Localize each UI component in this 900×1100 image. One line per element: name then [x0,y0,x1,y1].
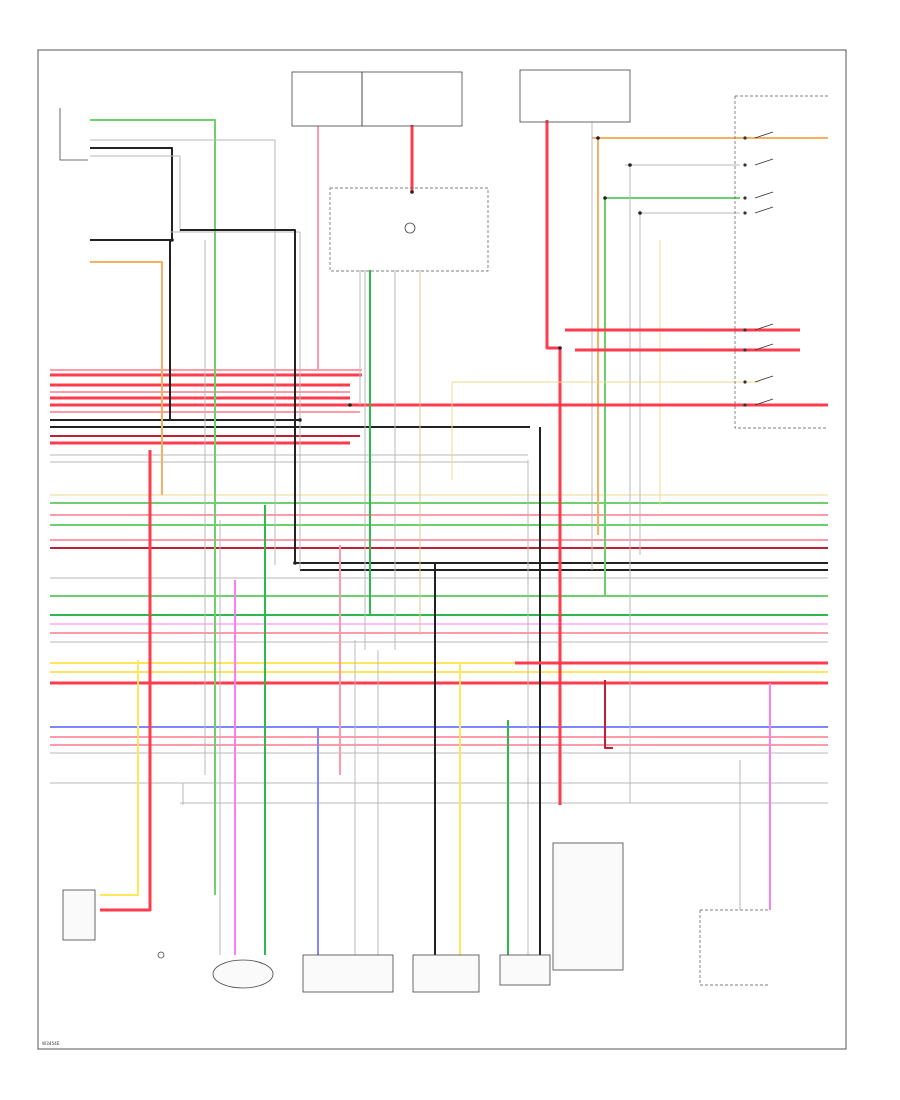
wire-black [180,229,296,563]
splice-dot [596,136,600,140]
wire-layer [50,119,828,955]
switch-contact [754,158,774,166]
wire-red [100,450,152,912]
switch-contact [754,323,774,331]
switch-contact [754,343,774,351]
switch-contact [754,206,774,214]
connector-pin [743,211,747,215]
fuse-block-left [291,71,363,127]
wire-gray [90,139,276,565]
splice-dot [293,561,297,565]
temperature-sensor [412,954,480,993]
switch-panel-bracket [734,95,828,429]
switch-contact [754,398,774,406]
wire-gray [90,155,181,232]
wire-darkred [604,680,613,749]
component-layer [59,69,828,993]
connector-pin [743,136,747,140]
switch-contact [754,375,774,383]
splice-dot [348,403,352,407]
transmission-solenoid [212,959,274,989]
connector-pin [743,348,747,352]
wire-lightgreen [90,119,216,895]
splice-dot [298,418,302,422]
connector-bracket-top-left [59,108,88,161]
splice-dot [170,238,174,242]
connector-pin [743,380,747,384]
splice-dot [410,190,414,194]
connector-pin [743,196,747,200]
module-ground-symbol [404,222,416,234]
splice-dot [558,346,562,350]
wire-black [90,239,171,420]
connector-pin [743,403,747,407]
wire-orange [90,261,163,495]
ignition-switch-box [519,69,631,123]
connector-pin [743,163,747,167]
splice-dot [628,163,632,167]
connector-pin [743,328,747,332]
wire-red [545,120,562,805]
diagram-border [37,49,847,1050]
splice-dot [603,196,607,200]
control-module-box [329,187,489,272]
vss-sensor-box [62,889,96,941]
ground-g-left [157,951,165,959]
fuse-block-right [361,71,463,127]
switch-contact [754,131,774,139]
cruise-release-switch-bracket [699,909,770,986]
splice-dot [638,211,642,215]
wire-black [90,147,173,240]
page-code: W3454E [42,1041,60,1046]
fuel-tank-pressure-sensor [499,954,551,986]
pressure-switch-assembly [302,954,394,993]
wire-gray [170,231,301,570]
switch-contact [754,191,774,199]
wire-yellow [100,660,139,896]
brake-switch-module [552,842,624,971]
